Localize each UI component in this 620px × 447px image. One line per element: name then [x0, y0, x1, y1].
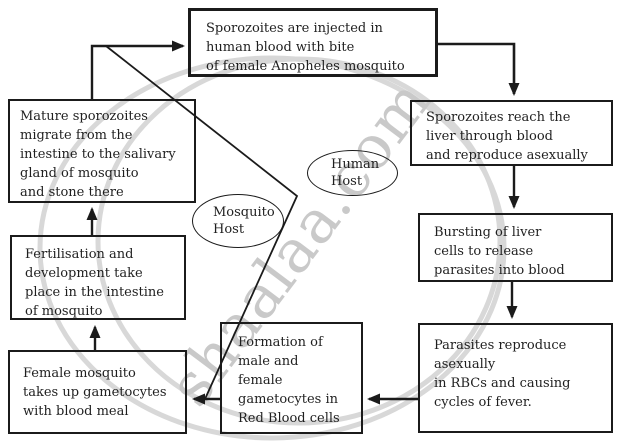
box-sporozoites-reach-liver-text: Sporozoites reach the liver through bloo…	[426, 110, 588, 163]
box-mosquito-takes-gametocytes: Female mosquito takes up gametocytes wit…	[8, 350, 187, 434]
arrow-mature-to-injected	[90, 40, 185, 99]
box-parasites-reproduce-rbc-text: Parasites reproduce asexually in RBCs an…	[434, 338, 571, 410]
label-human-host: Human Host	[307, 150, 398, 196]
box-gametocyte-formation: Formation of male and female gametocytes…	[220, 322, 363, 434]
box-mature-sporozoites-migrate: Mature sporozoites migrate from the inte…	[8, 99, 196, 203]
box-mosquito-takes-gametocytes-text: Female mosquito takes up gametocytes wit…	[23, 366, 167, 419]
box-parasites-reproduce-rbc: Parasites reproduce asexually in RBCs an…	[418, 323, 613, 433]
box-fertilisation-development-text: Fertilisation and development take place…	[25, 247, 164, 319]
box-liver-cells-burst: Bursting of liver cells to release paras…	[418, 213, 613, 282]
box-mature-sporozoites-migrate-text: Mature sporozoites migrate from the inte…	[20, 109, 176, 200]
box-gametocyte-formation-text: Formation of male and female gametocytes…	[238, 335, 340, 426]
label-mosquito-host: Mosquito Host	[192, 194, 284, 248]
label-mosquito-host-text: Mosquito Host	[213, 205, 275, 237]
box-sporozoites-reach-liver: Sporozoites reach the liver through bloo…	[410, 100, 613, 166]
box-sporozoites-injected: Sporozoites are injected in human blood …	[188, 8, 438, 77]
arrow-injected-to-liver	[437, 42, 520, 96]
box-fertilisation-development: Fertilisation and development take place…	[10, 235, 186, 320]
label-human-host-text: Human Host	[331, 157, 380, 189]
box-liver-cells-burst-text: Bursting of liver cells to release paras…	[434, 225, 565, 278]
box-sporozoites-injected-text: Sporozoites are injected in human blood …	[206, 21, 405, 74]
